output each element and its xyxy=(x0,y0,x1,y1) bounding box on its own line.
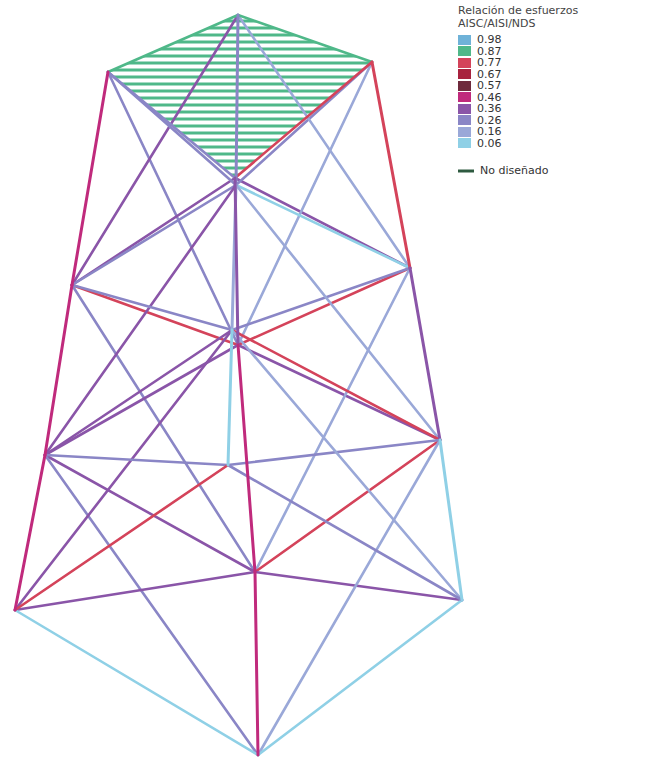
deck-hatch xyxy=(100,152,380,155)
legend-row: 0.98 xyxy=(458,34,638,46)
deck-hatch xyxy=(100,26,380,29)
frame-member xyxy=(108,72,235,178)
frame-member xyxy=(72,285,238,345)
legend-swatch xyxy=(458,127,471,137)
frame-member xyxy=(15,330,232,610)
frame-member xyxy=(236,62,372,185)
legend-swatch xyxy=(458,138,471,148)
frame-member xyxy=(72,72,108,285)
deck-hatch xyxy=(100,103,380,106)
frame-member xyxy=(236,185,410,268)
frame-member xyxy=(228,330,232,465)
frame-member xyxy=(45,285,72,455)
frame-member xyxy=(235,178,238,345)
frame-member xyxy=(72,15,238,285)
frame-member xyxy=(108,15,238,72)
deck-hatch xyxy=(100,61,380,64)
legend: Relación de esfuerzos AISC/AISI/NDS0.980… xyxy=(458,4,638,176)
frame-member xyxy=(236,185,440,440)
frame-member xyxy=(235,178,410,268)
frame-member xyxy=(228,440,440,465)
frame-member xyxy=(15,455,45,610)
frame-member xyxy=(238,268,410,345)
legend-text: 0.77 xyxy=(477,57,502,68)
legend-row: 0.87 xyxy=(458,46,638,58)
frame-member xyxy=(255,572,258,755)
legend-swatch xyxy=(458,35,471,45)
frame-member xyxy=(440,440,462,600)
frame-member xyxy=(232,330,440,440)
legend-text: 0.06 xyxy=(477,138,502,149)
legend-row: 0.46 xyxy=(458,92,638,104)
frame-member xyxy=(228,465,462,600)
frame-member xyxy=(238,345,255,572)
legend-text: 0.98 xyxy=(477,34,502,45)
legend-text: 0.57 xyxy=(477,80,502,91)
legend-title: Relación de esfuerzos AISC/AISI/NDS xyxy=(458,4,608,30)
frame-member xyxy=(15,572,255,610)
legend-row: 0.67 xyxy=(458,69,638,81)
legend-swatch xyxy=(458,115,471,125)
frame-member xyxy=(255,572,462,600)
legend-swatch xyxy=(458,92,471,102)
frame-member xyxy=(238,345,440,440)
frame-member xyxy=(238,15,372,62)
legend-text: No diseñado xyxy=(480,165,548,176)
frame-member xyxy=(236,15,238,185)
deck-hatch xyxy=(100,40,380,43)
legend-swatch xyxy=(458,69,471,79)
frame-member xyxy=(235,62,372,178)
legend-row: 0.36 xyxy=(458,103,638,115)
deck-hatch xyxy=(100,33,380,36)
legend-swatch xyxy=(458,81,471,91)
frame-member xyxy=(410,268,440,440)
legend-row: 0.16 xyxy=(458,126,638,138)
frame-member xyxy=(45,185,236,455)
legend-text: 0.67 xyxy=(477,69,502,80)
legend-row: 0.06 xyxy=(458,138,638,150)
deck-hatch xyxy=(100,110,380,113)
frame-member xyxy=(15,465,228,610)
legend-row: 0.57 xyxy=(458,80,638,92)
legend-text: 0.16 xyxy=(477,126,502,137)
legend-row: No diseñado xyxy=(458,165,638,176)
frame-member xyxy=(258,600,462,755)
legend-swatch xyxy=(458,46,471,56)
legend-text: 0.87 xyxy=(477,46,502,57)
frame-member xyxy=(258,440,440,755)
deck-hatch xyxy=(100,124,380,127)
legend-swatch xyxy=(458,58,471,68)
frame-member xyxy=(72,285,255,572)
legend-text: 0.36 xyxy=(477,103,502,114)
frame-member xyxy=(372,62,410,268)
frame-member xyxy=(72,285,232,330)
frame-member xyxy=(238,62,372,345)
deck-hatch xyxy=(100,68,380,71)
deck-hatch xyxy=(100,82,380,85)
frame-member xyxy=(232,268,410,330)
frame-member xyxy=(238,15,410,268)
legend-text: 0.46 xyxy=(477,92,502,103)
frame-member xyxy=(45,455,255,572)
frame-member xyxy=(45,455,228,465)
legend-line-sample xyxy=(458,166,474,176)
frame-member xyxy=(45,455,258,755)
deck-hatch xyxy=(100,75,380,78)
frame-member xyxy=(72,178,235,285)
legend-text: 0.26 xyxy=(477,115,502,126)
frame-member xyxy=(108,72,236,185)
legend-swatch xyxy=(458,104,471,114)
legend-row: 0.77 xyxy=(458,57,638,69)
legend-row: 0.26 xyxy=(458,115,638,127)
frame-member xyxy=(15,610,258,755)
deck-hatch xyxy=(100,117,380,120)
frame-member xyxy=(72,185,236,285)
frame-member xyxy=(45,330,232,455)
